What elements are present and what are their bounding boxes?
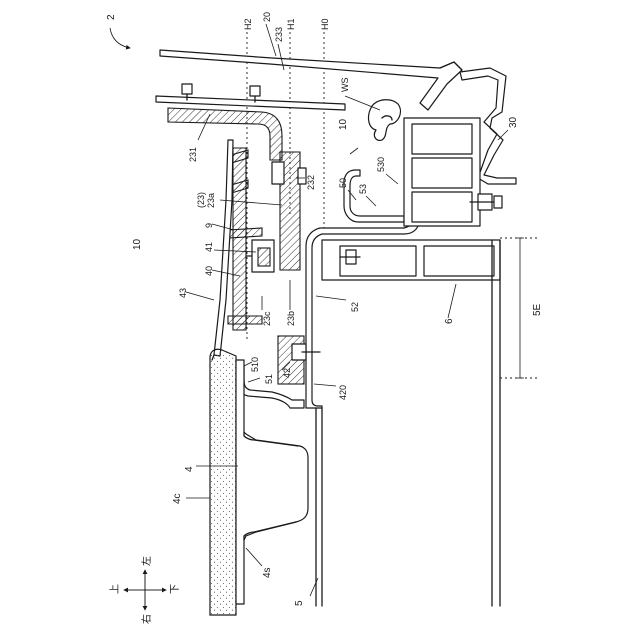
mounting-plate [156,96,345,110]
label-30: 30 [508,116,519,128]
label-51: 51 [264,374,274,384]
label-231: 231 [188,147,198,162]
direction-down: 下 [170,584,181,594]
label-52: 52 [350,302,360,312]
label-232: 232 [306,175,316,190]
direction-right: 右 [140,614,153,624]
label-420: 420 [338,385,348,400]
label-h0: H0 [320,18,330,30]
label-9: 9 [204,223,214,228]
label-h2: H2 [243,18,253,30]
label-233: 233 [274,27,284,42]
box-section-530 [404,118,480,226]
label-41: 41 [204,242,214,252]
label-2: 2 [106,14,117,20]
label-4c: 4c [172,493,183,504]
label-40: 40 [204,266,214,276]
bracket-23a [233,148,246,330]
label-43: 43 [178,288,188,298]
label-23b: 23b [286,311,296,326]
label-5e: 5E [532,303,543,316]
direction-indicator [124,570,166,610]
label-h1: H1 [286,18,296,30]
label-50: 50 [338,178,348,188]
bracket-231 [168,108,282,160]
label-23a: 23a [206,193,216,208]
roof-panel-6 [322,240,500,606]
label-ws: WS [340,78,350,93]
label-530: 530 [376,157,386,172]
label-5: 5 [294,600,305,606]
direction-up: 上 [109,584,121,594]
label-6: 6 [444,318,455,324]
label-10-left: 10 [132,238,143,250]
roof-trim-4c [210,349,236,615]
label-20: 20 [262,12,272,22]
direction-left: 左 [140,556,153,566]
bracket-232-nut [298,168,306,184]
weatherstrip-seal [369,100,401,141]
label-10-top: 10 [338,118,349,130]
label-510: 510 [250,357,260,372]
label-42: 42 [282,368,292,378]
label-4s: 4s [262,567,273,578]
label-23c: 23c [262,311,272,326]
bracket-232-fastener [272,162,284,184]
clip-41 [246,240,274,272]
label-4: 4 [184,466,195,472]
label-23p: (23) [196,192,206,208]
label-53: 53 [358,184,368,194]
